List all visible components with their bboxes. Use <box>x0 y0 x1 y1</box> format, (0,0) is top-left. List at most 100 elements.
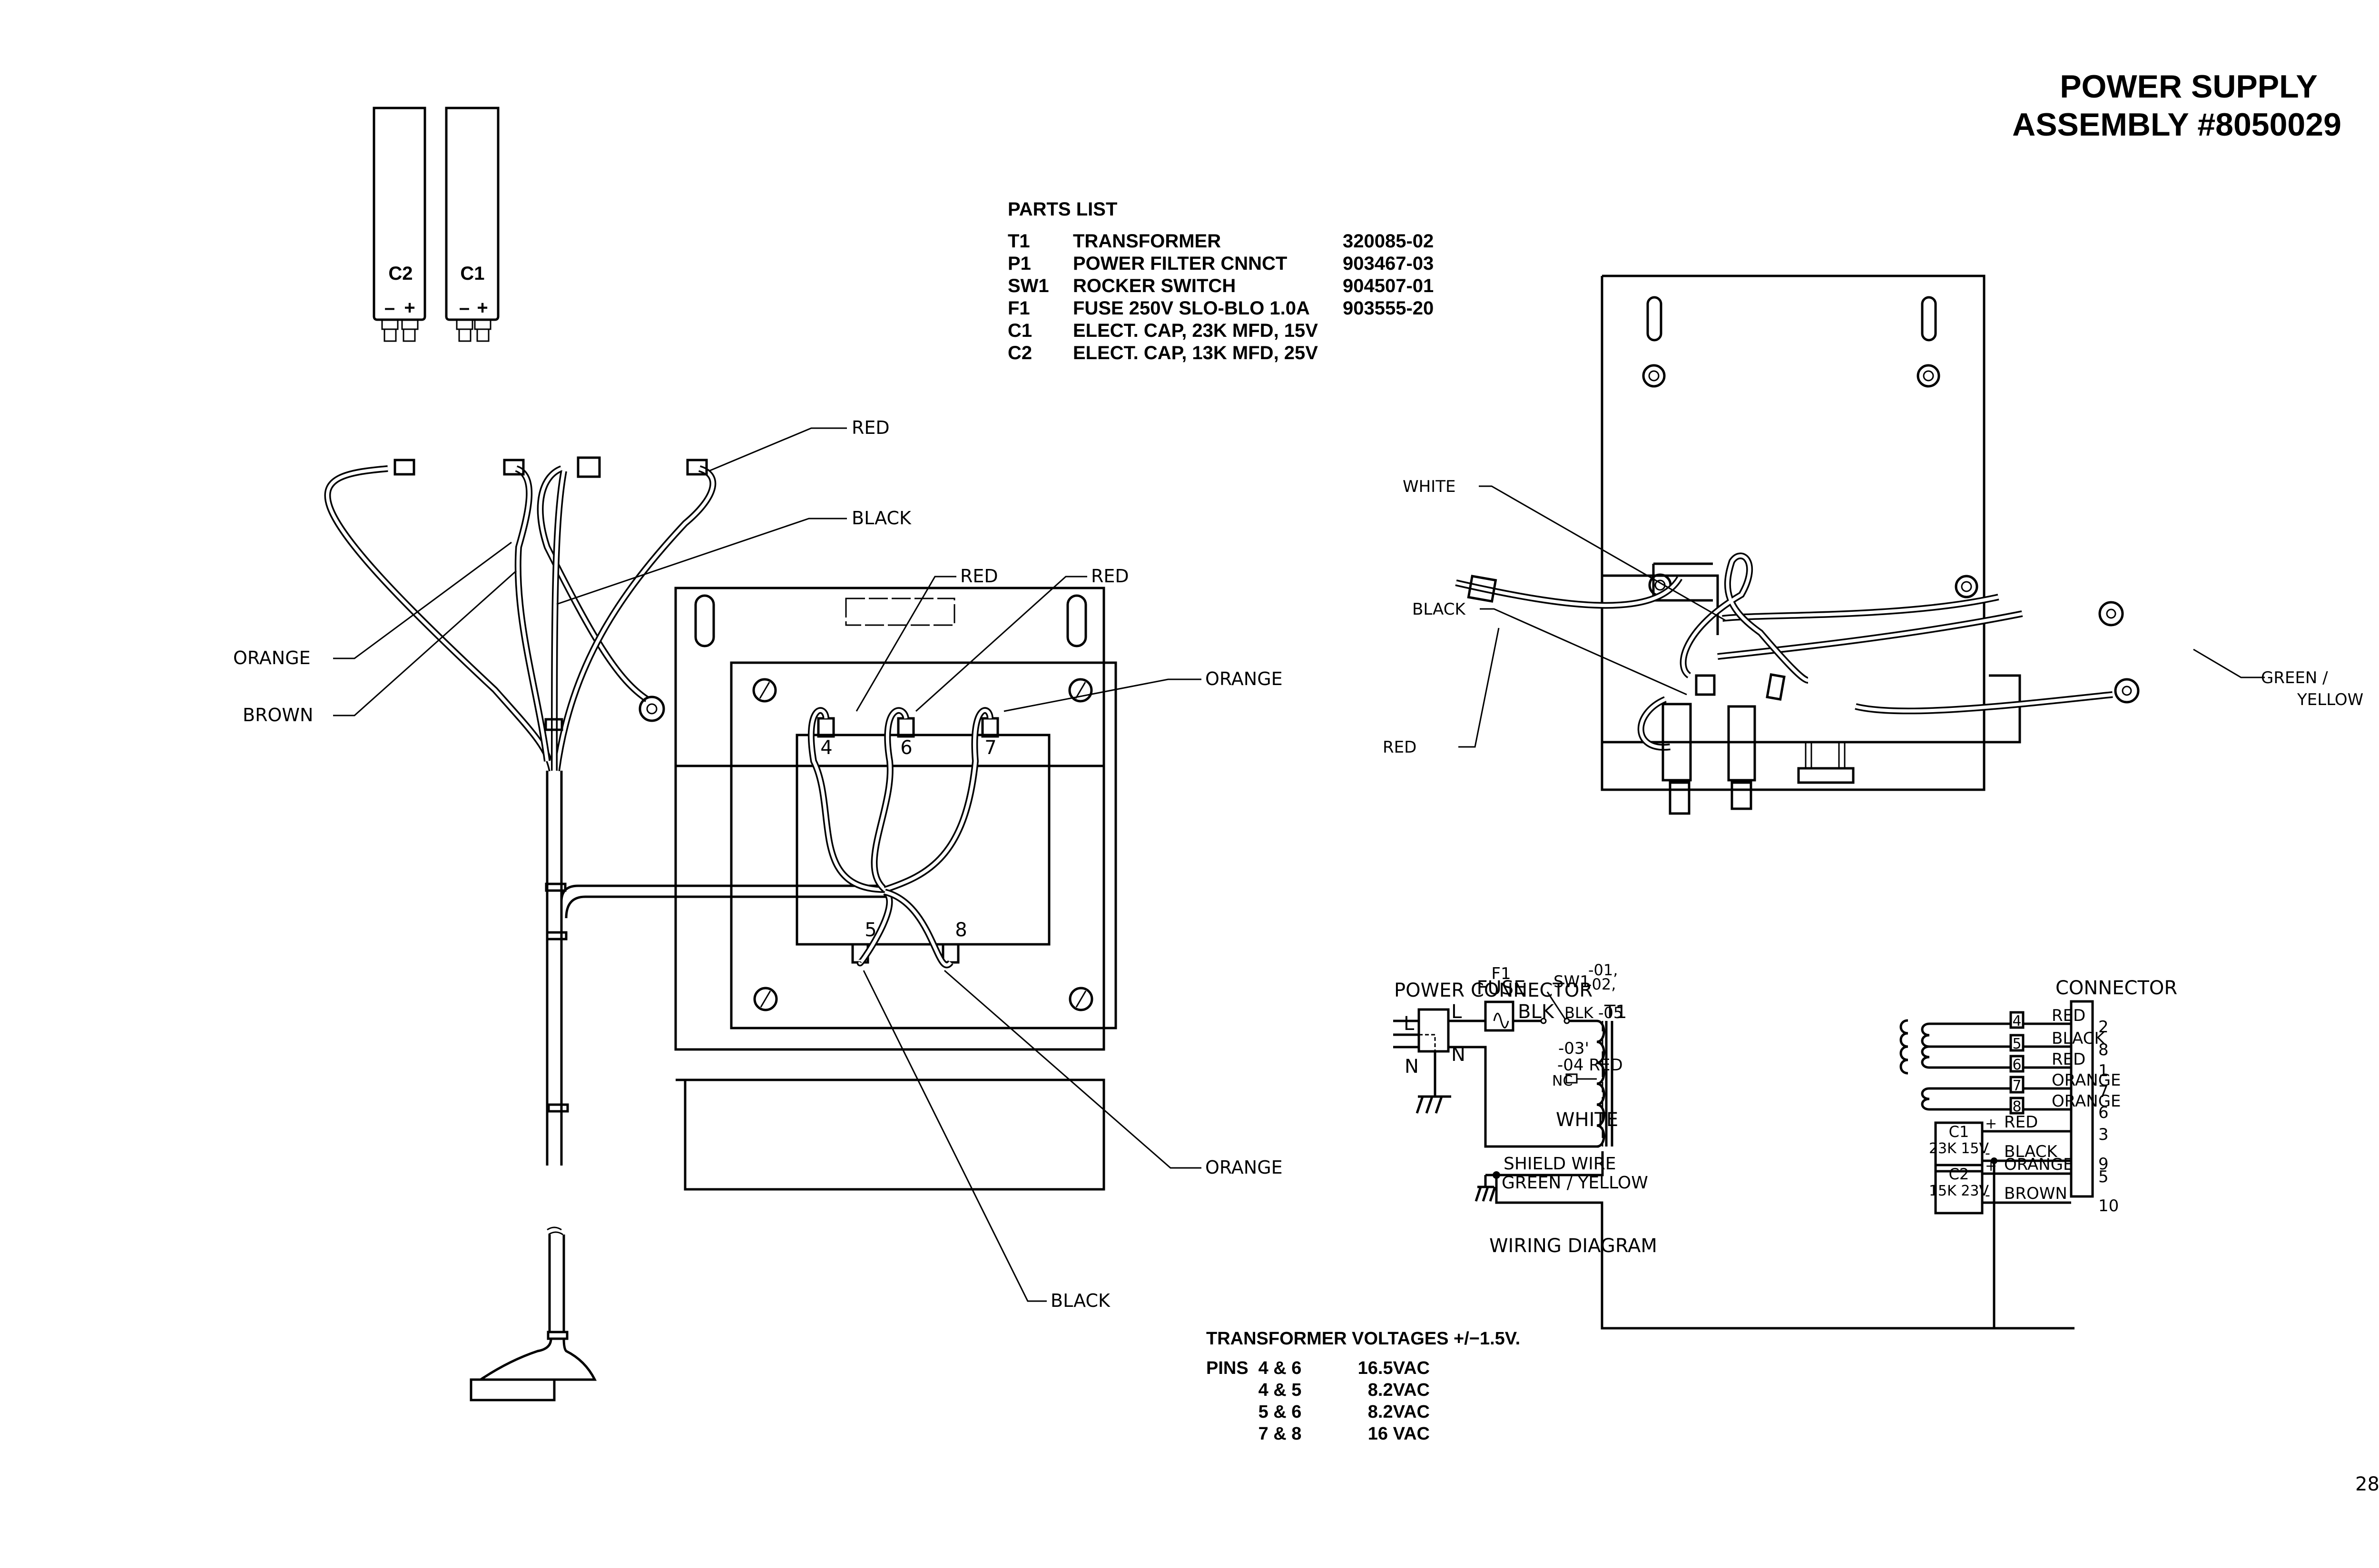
cap-rating: 23K 15V <box>1929 1140 1989 1157</box>
connector-pin: 2 <box>2098 1018 2109 1037</box>
connector-label: CONNECTOR <box>2055 977 2177 999</box>
wire-color: ORANGE <box>2052 1071 2121 1090</box>
green-yellow-label: GREEN / YELLOW <box>1502 1173 1648 1193</box>
voltage-pins: 4 & 5 <box>1258 1380 1302 1400</box>
terminal-number: 6 <box>2012 1057 2021 1073</box>
cap-symbol <box>1934 1121 1984 1173</box>
white-label: WHITE <box>1556 1109 1618 1131</box>
cap-minus: - <box>1985 1187 1990 1204</box>
connector-pin: 1 <box>2098 1061 2109 1080</box>
voltages-prefix: PINS <box>1206 1358 1248 1378</box>
parts-number: 320085-02 <box>1343 231 1434 252</box>
secondary-terminal <box>2009 1034 2025 1052</box>
fuse-symbol <box>1484 1000 1514 1032</box>
connector-pin: 9 <box>2098 1155 2109 1174</box>
label-red-pin6: RED <box>1091 566 1129 587</box>
cap-ref: C2 <box>1949 1165 1969 1183</box>
parts-list-heading: PARTS LIST <box>1008 199 1117 220</box>
capacitor-c1: C1 – + <box>445 107 500 342</box>
c1-plus: + <box>477 297 488 318</box>
voltage-value: 16 VAC <box>1368 1424 1430 1444</box>
pin-6: 6 <box>900 737 912 759</box>
cap-ref: C1 <box>1949 1123 1969 1141</box>
pin-4: 4 <box>820 737 832 759</box>
fuse-blk-label: BLK <box>1518 1001 1555 1023</box>
parts-desc: ELECT. CAP, 13K MFD, 25V <box>1073 343 1318 363</box>
wire-color: BROWN <box>2004 1184 2067 1203</box>
chassis-assembly: WHITE BLACK RED GREEN / YELLOW <box>1383 274 2363 815</box>
voltage-pins: 5 & 6 <box>1258 1402 1302 1422</box>
pin-8: 8 <box>955 919 967 941</box>
terminal-number: 8 <box>2012 1098 2021 1115</box>
neutral-in-label: N <box>1405 1056 1419 1078</box>
voltage-value: 8.2VAC <box>1368 1380 1430 1400</box>
secondary-terminal <box>2009 1055 2025 1073</box>
parts-ref: SW1 <box>1008 275 1049 296</box>
wiring-diagram: POWER CONNECTOR L N L N F1 FUSE BLK SW1 … <box>1393 961 2177 1330</box>
title-line-2: ASSEMBLY #8050029 <box>2012 107 2341 143</box>
parts-ref: T1 <box>1008 231 1030 252</box>
output-connector <box>2070 1000 2094 1198</box>
cap-plus: + <box>1985 1116 1997 1132</box>
tap-02-label: -02, <box>1586 975 1616 993</box>
cap-rating: 15K 23V <box>1929 1183 1989 1199</box>
connector-pin: 5 <box>2098 1167 2109 1186</box>
terminal-number: 5 <box>2012 1036 2021 1052</box>
parts-desc: ELECT. CAP, 23K MFD, 15V <box>1073 320 1318 341</box>
parts-number: 903555-20 <box>1343 298 1434 319</box>
c2-plus: + <box>404 297 415 318</box>
fuse-label: FUSE <box>1477 977 1526 999</box>
tap-03-label: -03' <box>1558 1039 1589 1058</box>
sw1-label: SW1 <box>1553 972 1590 991</box>
c2-label: C2 <box>388 263 413 284</box>
shield-wire-label: SHIELD WIRE <box>1504 1154 1616 1174</box>
wire-color: RED <box>2004 1113 2038 1132</box>
tap-04-label: -04 RED <box>1557 1056 1623 1075</box>
title-line-1: POWER SUPPLY <box>2060 69 2318 105</box>
wire-color: RED <box>2052 1050 2085 1069</box>
line-out-label: L <box>1451 1001 1462 1023</box>
label-black: BLACK <box>852 508 912 529</box>
page-number: 28 <box>2355 1473 2379 1495</box>
power-connector-label: POWER CONNECTOR <box>1394 980 1593 1001</box>
nc-label: NC <box>1552 1073 1573 1089</box>
transformer-assembly: 4 6 7 5 8 RED RED ORANGE ORANGE BLACK <box>674 566 1283 1311</box>
c1-minus: – <box>459 297 470 318</box>
parts-desc: FUSE 250V SLO-BLO 1.0A <box>1073 298 1310 319</box>
capacitor-c2: C2 – + <box>373 107 426 342</box>
label-orange: ORANGE <box>233 647 311 668</box>
secondary-terminal <box>2009 1076 2025 1094</box>
label-black-pin5: BLACK <box>1051 1290 1111 1311</box>
connector-pin: 7 <box>2098 1082 2109 1101</box>
harness-callouts: RED BLACK ORANGE BROWN <box>233 417 912 725</box>
cap-symbol <box>1934 1164 1984 1215</box>
parts-desc: ROCKER SWITCH <box>1073 275 1236 296</box>
parts-number: 904507-01 <box>1343 275 1434 296</box>
wire-color: RED <box>2052 1006 2085 1025</box>
wire-color: ORANGE <box>2004 1155 2074 1174</box>
page-title: POWER SUPPLY ASSEMBLY #8050029 <box>2012 69 2341 143</box>
voltage-pins: 7 & 8 <box>1258 1424 1302 1444</box>
parts-desc: TRANSFORMER <box>1073 231 1221 252</box>
label-black-chassis: BLACK <box>1412 600 1466 619</box>
wiring-diagram-title: WIRING DIAGRAM <box>1489 1235 1657 1257</box>
pin-7: 7 <box>984 737 996 759</box>
label-green-yellow-1: GREEN / <box>2261 668 2328 687</box>
label-orange-pin7: ORANGE <box>1205 668 1283 689</box>
parts-desc: POWER FILTER CNNCT <box>1073 253 1287 274</box>
label-white: WHITE <box>1403 477 1455 496</box>
cap-minus: - <box>1985 1145 1990 1162</box>
connector-pin: 6 <box>2098 1103 2109 1122</box>
label-brown: BROWN <box>243 705 313 725</box>
wire-color: BLACK <box>2052 1029 2105 1048</box>
label-green-yellow-2: YELLOW <box>2297 690 2363 709</box>
voltage-value: 16.5VAC <box>1358 1358 1430 1378</box>
parts-number: 903467-03 <box>1343 253 1434 274</box>
parts-ref: F1 <box>1008 298 1030 319</box>
c1-label: C1 <box>460 263 484 284</box>
transformer-voltages: TRANSFORMER VOLTAGES +/−1.5V. PINS 4 & 6… <box>1206 1329 1520 1444</box>
label-red: RED <box>852 417 890 438</box>
tap-01-label: -01, <box>1588 961 1618 979</box>
terminal-number: 7 <box>2012 1078 2021 1094</box>
